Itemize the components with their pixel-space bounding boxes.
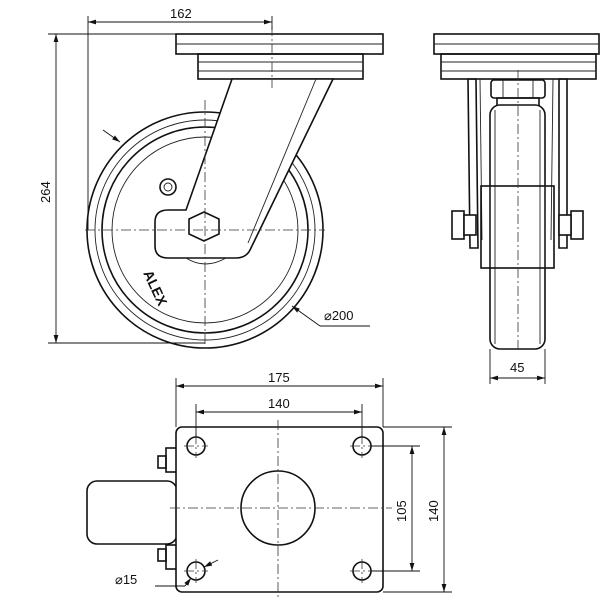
brand-label: ALEX <box>140 268 171 309</box>
dim-wheel-diameter: ⌀200 <box>324 308 354 323</box>
dim-offset-162: 162 <box>170 6 192 21</box>
front-view: 45 <box>433 33 600 384</box>
dim-bolt-spacing-length: 140 <box>268 396 290 411</box>
side-swivel-ring <box>197 53 364 80</box>
side-view: ALEX 162 264 ⌀200 <box>38 6 384 349</box>
dim-bolt-spacing-width: 105 <box>394 500 409 522</box>
dim-wheel-width: 45 <box>510 360 524 375</box>
front-wheel <box>489 104 546 350</box>
dim-plate-length: 175 <box>268 370 290 385</box>
top-plate <box>175 426 384 593</box>
axle-nut <box>188 211 220 242</box>
dim-bolt-hole-diameter: ⌀15 <box>115 572 137 587</box>
top-view: 175 140 105 140 ⌀15 <box>86 370 452 600</box>
dim-plate-width: 140 <box>426 500 441 522</box>
dim-height-264: 264 <box>38 181 53 203</box>
top-wheel <box>86 480 178 545</box>
